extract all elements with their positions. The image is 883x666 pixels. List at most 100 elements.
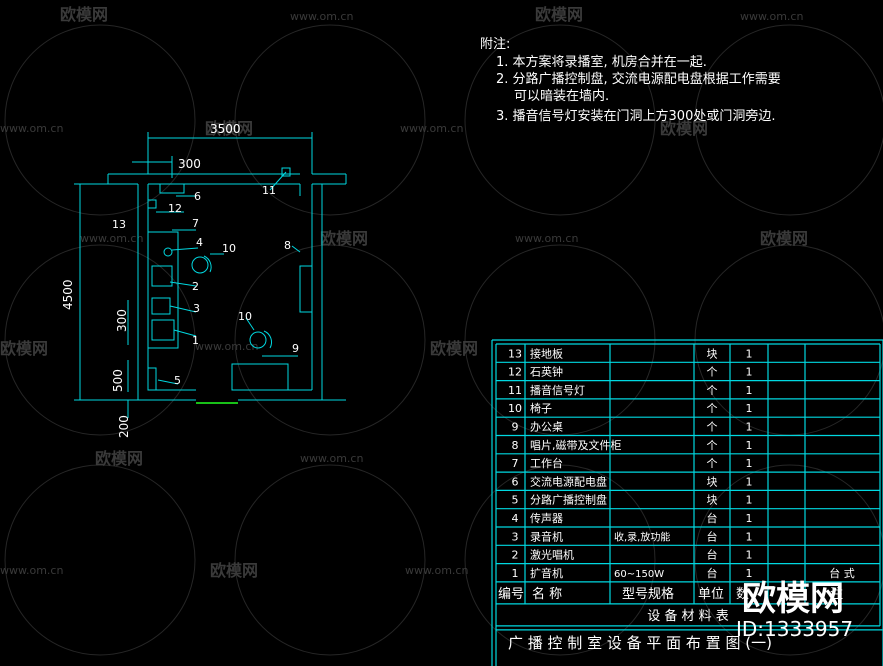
- table-cell-unit: 台: [707, 566, 718, 580]
- note-item: 3. 播音信号灯安装在门洞上方300处或门洞旁边.: [496, 108, 775, 124]
- table-cell-no: 8: [512, 439, 519, 452]
- watermark-domain: www.om.cn: [0, 564, 63, 577]
- table-cell-no: 12: [508, 366, 522, 379]
- item-label: 12: [168, 202, 182, 215]
- dim-300: 300: [115, 309, 129, 332]
- item-label: 7: [192, 217, 199, 230]
- dim-500: 500: [111, 369, 125, 392]
- table-cell-unit: 台: [707, 529, 718, 543]
- watermark-domain: www.om.cn: [405, 564, 468, 577]
- table-cell-qty: 1: [746, 439, 753, 452]
- table-cell-note: 台 式: [829, 566, 855, 580]
- note-item: 2. 分路广播控制盘, 交流电源配电盘根据工作需要: [496, 71, 781, 87]
- watermark-domain: www.om.cn: [300, 452, 363, 465]
- table-cell-name: 激光唱机: [530, 548, 574, 562]
- item-label: 6: [194, 190, 201, 203]
- table-cell-no: 1: [512, 567, 519, 580]
- table-cell-no: 10: [508, 402, 522, 415]
- plan-item-labels: 1 2 3 4 5 6 7 8 9 10 10 11 12 13: [112, 184, 299, 387]
- table-cell-no: 7: [512, 457, 519, 470]
- table-cell-name: 分路广播控制盘: [530, 493, 607, 507]
- note-item: 1. 本方案将录播室, 机房合并在一起.: [496, 54, 707, 70]
- table-cell-unit: 块: [707, 494, 718, 507]
- table-cell-spec: 收,录,放功能: [614, 530, 670, 543]
- table-cell-name: 播音信号灯: [530, 383, 585, 397]
- table-cell-no: 4: [512, 512, 519, 525]
- watermark-brand: 欧模网: [430, 339, 478, 358]
- watermark-brand: 欧模网: [760, 229, 808, 248]
- table-cell-no: 11: [508, 384, 522, 397]
- dim-offset: 300: [178, 157, 201, 171]
- item-label: 2: [192, 280, 199, 293]
- table-header-unit: 单位: [698, 587, 724, 602]
- table-cell-spec: 60~150W: [614, 569, 664, 580]
- watermark-domain: www.om.cn: [80, 232, 143, 245]
- table-cell-name: 接地板: [530, 346, 563, 360]
- table-cell-no: 2: [512, 549, 519, 562]
- table-header-note: 注: [830, 587, 843, 602]
- watermark-brand: 欧模网: [0, 339, 48, 358]
- table-cell-qty: 1: [746, 384, 753, 397]
- watermark-domain: www.om.cn: [740, 10, 803, 23]
- table-cell-qty: 1: [746, 366, 753, 379]
- notes-heading: 附注:: [480, 37, 510, 52]
- table-cell-qty: 1: [746, 347, 753, 360]
- item-label: 4: [196, 236, 203, 249]
- table-cell-name: 扩音机: [530, 566, 563, 580]
- table-cell-unit: 块: [707, 347, 718, 360]
- table-caption: 设 备 材 料 表: [647, 608, 729, 624]
- item-label: 3: [193, 302, 200, 315]
- item-label: 5: [174, 374, 181, 387]
- table-header-qty: 数: [736, 587, 749, 602]
- watermark-brand: 欧模网: [95, 449, 143, 468]
- dimension-labels: 3500 300 4500 300 500 200: [61, 122, 241, 438]
- item-label: 9: [292, 342, 299, 355]
- table-cell-unit: 个: [707, 384, 718, 397]
- table-cell-no: 6: [512, 475, 519, 488]
- watermark-brand: 欧模网: [205, 119, 253, 138]
- table-cell-no: 5: [512, 494, 519, 507]
- watermark-domain: www.om.cn: [290, 10, 353, 23]
- note-item: 可以暗装在墙内.: [514, 88, 609, 104]
- table-cell-name: 工作台: [530, 456, 563, 470]
- table-header-name: 名 称: [532, 586, 562, 602]
- watermark-domain: www.om.cn: [515, 232, 578, 245]
- table-cell-no: 3: [512, 530, 519, 543]
- table-header-spec: 型号规格: [622, 586, 674, 602]
- table-cell-name: 交流电源配电盘: [530, 474, 607, 488]
- watermark-domain: www.om.cn: [0, 122, 63, 135]
- watermark-brand: 欧模网: [60, 5, 108, 24]
- watermark-domain: www.om.cn: [400, 122, 463, 135]
- dim-height: 4500: [61, 279, 75, 310]
- table-cell-qty: 1: [746, 567, 753, 580]
- watermark-id: ID:1333957: [736, 617, 853, 641]
- table-cell-unit: 个: [707, 421, 718, 434]
- item-label: 8: [284, 239, 291, 252]
- item-label: 10: [222, 242, 236, 255]
- item-label: 13: [112, 218, 126, 231]
- watermark-brand: 欧模网: [660, 119, 708, 138]
- table-cell-qty: 1: [746, 549, 753, 562]
- watermark-brand: 欧模网: [210, 561, 258, 580]
- table-cell-name: 办公桌: [530, 421, 563, 434]
- watermark-brand: 欧模网: [535, 5, 583, 24]
- table-cell-qty: 1: [746, 475, 753, 488]
- watermark-brand-large: 欧模网: [742, 579, 844, 619]
- item-label: 1: [192, 334, 199, 347]
- table-cell-unit: 个: [707, 366, 718, 379]
- table-cell-name: 椅子: [530, 401, 552, 415]
- table-cell-name: 石英钟: [530, 365, 563, 379]
- table-cell-qty: 1: [746, 494, 753, 507]
- table-cell-unit: 块: [707, 475, 718, 488]
- dim-200: 200: [117, 415, 131, 438]
- floor-plan: [74, 132, 347, 418]
- drawing-title: 广 播 控 制 室 设 备 平 面 布 置 图 (一): [508, 634, 772, 652]
- table-cell-qty: 1: [746, 530, 753, 543]
- watermark-brand: 欧模网: [320, 229, 368, 248]
- table-cell-no: 13: [508, 347, 522, 360]
- table-cell-qty: 1: [746, 402, 753, 415]
- table-cell-qty: 1: [746, 421, 753, 434]
- table-cell-name: 录音机: [530, 529, 563, 543]
- table-cell-unit: 个: [707, 439, 718, 452]
